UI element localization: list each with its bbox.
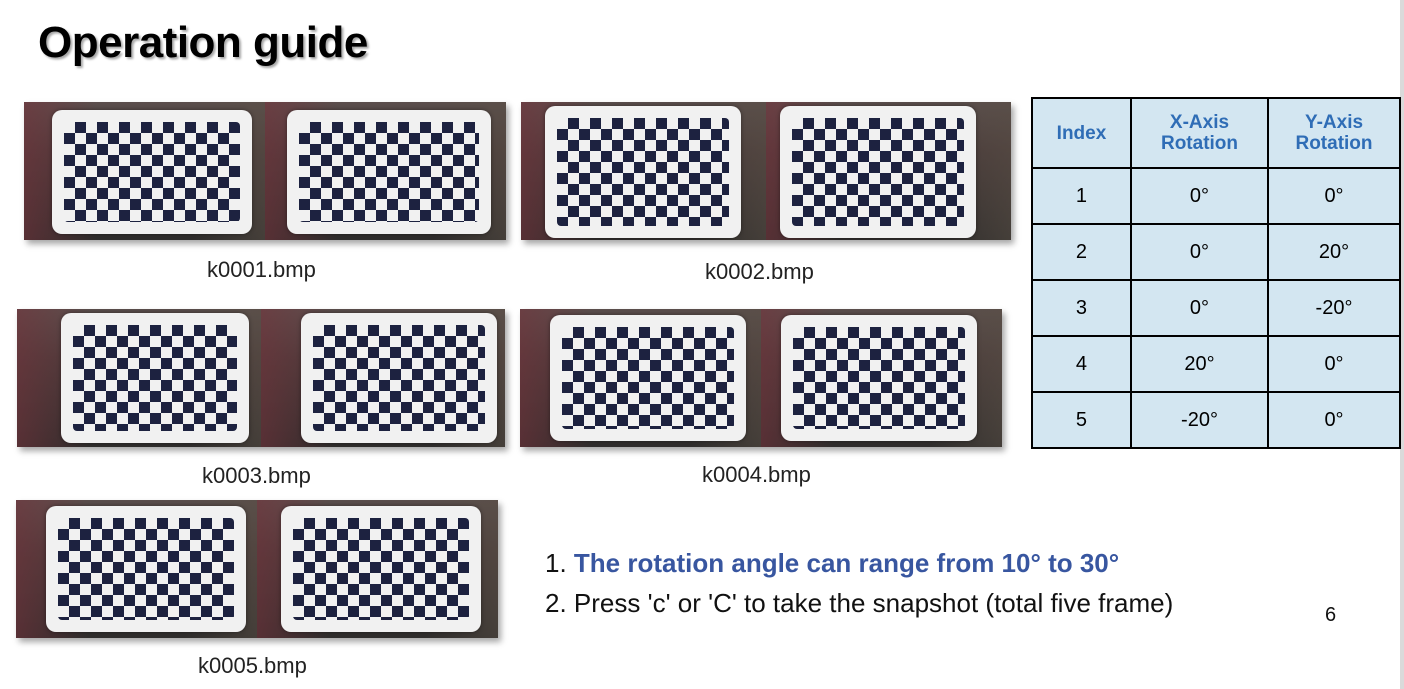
header-x-axis-rotation: X-Axis Rotation — [1129, 97, 1270, 169]
cell-x-rotation: 0° — [1129, 167, 1270, 225]
rotation-table-container: Index X-Axis Rotation Y-Axis Rotation 1 … — [1031, 97, 1401, 449]
checkerboard-image-icon — [520, 309, 761, 447]
cell-index: 2 — [1031, 223, 1132, 281]
table-row: 4 20° 0° — [1031, 335, 1401, 393]
checkerboard — [781, 315, 977, 441]
image-caption: k0003.bmp — [202, 463, 311, 488]
calibration-image-k0004 — [520, 309, 1002, 447]
cell-index: 1 — [1031, 167, 1132, 225]
checkerboard-image-icon — [761, 309, 1002, 447]
cell-index: 3 — [1031, 279, 1132, 337]
table-row: 3 0° -20° — [1031, 279, 1401, 337]
instruction-text: Press 'c' or 'C' to take the snapshot (t… — [573, 588, 1174, 618]
checkerboard-image-icon — [261, 309, 505, 447]
checkerboard — [287, 110, 491, 234]
checkerboard-image-icon — [17, 309, 261, 447]
checkerboard-image-icon — [257, 500, 498, 638]
checkerboard — [61, 313, 249, 443]
instruction-list: 1. The rotation angle can range from 10°… — [545, 543, 1173, 623]
checkerboard — [52, 110, 252, 234]
checkerboard — [46, 506, 246, 632]
calibration-image-k0003 — [17, 309, 505, 447]
scroll-edge — [1400, 0, 1404, 689]
instruction-number: 1. — [545, 548, 567, 578]
table-row: 2 0° 20° — [1031, 223, 1401, 281]
cell-y-rotation: 0° — [1267, 167, 1401, 225]
checkerboard — [550, 315, 746, 441]
instruction-item-1: 1. The rotation angle can range from 10°… — [545, 543, 1173, 583]
instruction-number: 2. — [545, 588, 567, 618]
header-index: Index — [1031, 97, 1132, 169]
cell-y-rotation: 0° — [1267, 391, 1401, 449]
calibration-image-k0001 — [24, 102, 506, 240]
instruction-text-highlight: The rotation angle can range from 10° to… — [573, 548, 1120, 578]
checkerboard-image-icon — [521, 102, 766, 240]
checkerboard — [301, 313, 497, 443]
cell-y-rotation: 20° — [1267, 223, 1401, 281]
header-y-axis-rotation: Y-Axis Rotation — [1267, 97, 1401, 169]
image-caption: k0004.bmp — [702, 462, 811, 487]
table-row: 1 0° 0° — [1031, 167, 1401, 225]
cell-x-rotation: -20° — [1129, 391, 1270, 449]
rotation-table: Index X-Axis Rotation Y-Axis Rotation 1 … — [1031, 97, 1401, 449]
instruction-item-2: 2. Press 'c' or 'C' to take the snapshot… — [545, 583, 1173, 623]
cell-index: 4 — [1031, 335, 1132, 393]
page-number: 6 — [1325, 604, 1337, 626]
cell-x-rotation: 0° — [1129, 279, 1270, 337]
image-caption: k0001.bmp — [207, 257, 316, 282]
cell-x-rotation: 20° — [1129, 335, 1270, 393]
table-row: 5 -20° 0° — [1031, 391, 1401, 449]
checkerboard-image-icon — [265, 102, 506, 240]
checkerboard-image-icon — [16, 500, 257, 638]
table-header-row: Index X-Axis Rotation Y-Axis Rotation — [1031, 97, 1401, 169]
cell-x-rotation: 0° — [1129, 223, 1270, 281]
cell-index: 5 — [1031, 391, 1132, 449]
checkerboard-image-icon — [24, 102, 265, 240]
checkerboard — [281, 506, 481, 632]
checkerboard — [545, 106, 741, 238]
page-title: Operation guide — [38, 18, 368, 67]
checkerboard-image-icon — [766, 102, 1011, 240]
checkerboard — [780, 106, 976, 238]
calibration-image-k0005 — [16, 500, 498, 638]
image-caption: k0002.bmp — [705, 259, 814, 284]
calibration-image-k0002 — [521, 102, 1011, 240]
image-caption: k0005.bmp — [198, 653, 307, 678]
cell-y-rotation: 0° — [1267, 335, 1401, 393]
cell-y-rotation: -20° — [1267, 279, 1401, 337]
